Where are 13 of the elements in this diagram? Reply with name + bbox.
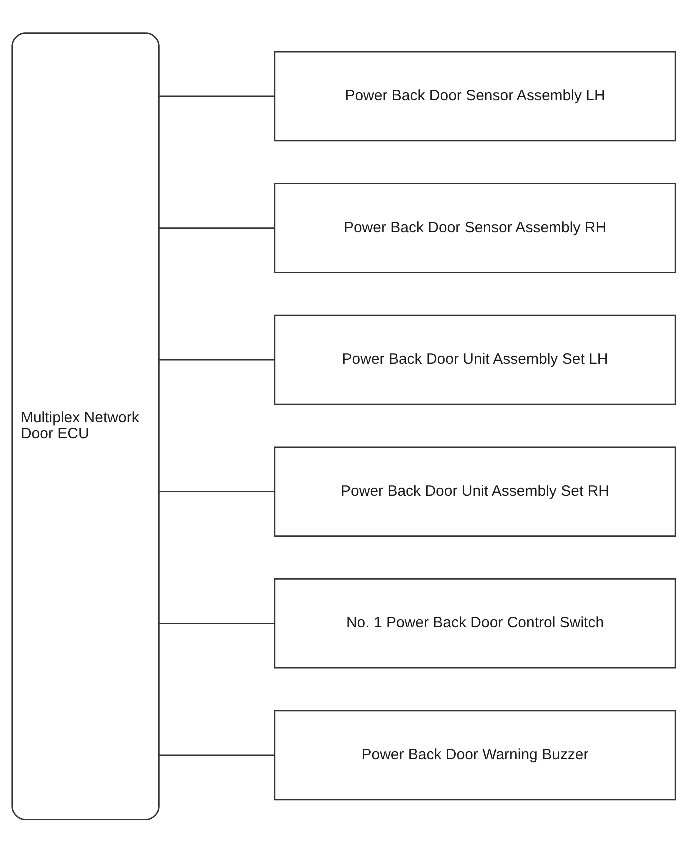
node-box: Power Back Door Unit Assembly Set RH [274,446,676,537]
node-box: Power Back Door Warning Buzzer [274,710,676,800]
connector [160,754,275,756]
connector [160,358,275,360]
node-box: Power Back Door Sensor Assembly LH [274,50,676,142]
node-box: No. 1 Power Back Door Control Switch [274,578,676,668]
connector [160,622,275,624]
node-box: Multiplex Network Door ECU [12,32,160,820]
connector [160,227,275,228]
node-box: Power Back Door Sensor Assembly RH [274,182,676,273]
node-box: Power Back Door Unit Assembly Set LH [274,314,676,405]
connector [160,95,275,97]
connector [160,490,275,492]
